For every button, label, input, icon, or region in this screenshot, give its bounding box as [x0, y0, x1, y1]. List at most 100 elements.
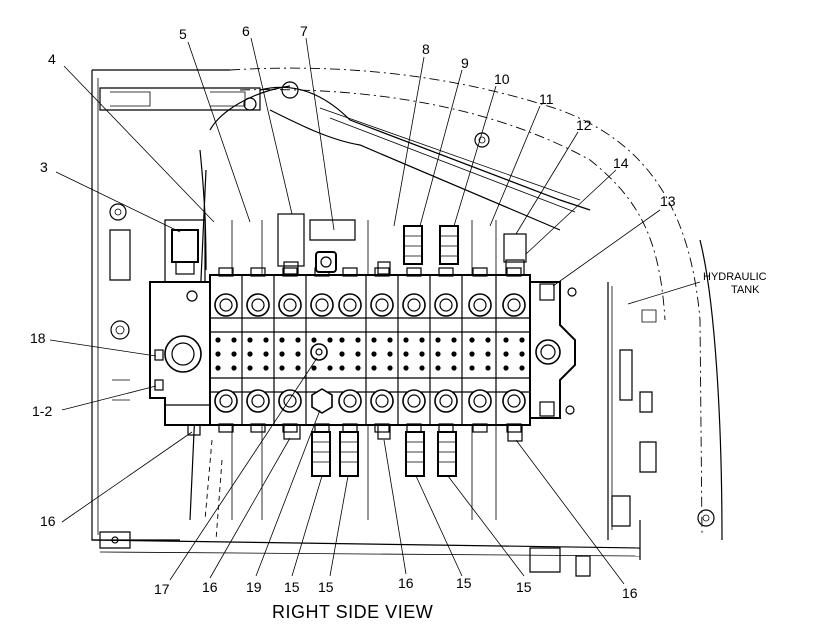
lower-port	[370, 389, 394, 413]
tie-bolt	[263, 351, 269, 357]
tie-bolt	[279, 337, 285, 343]
tie-bolt	[295, 351, 301, 357]
leader-tank	[627, 281, 701, 305]
leader-9	[419, 69, 463, 227]
tie-bolt	[419, 337, 425, 343]
tie-bolt	[403, 365, 409, 371]
tie-bolt	[279, 365, 285, 371]
tie-bolt	[327, 337, 333, 343]
callout-11: 11	[539, 91, 554, 107]
tie-bolt	[263, 337, 269, 343]
tie-bolt	[519, 337, 525, 343]
leader-12	[515, 131, 579, 235]
upper-port-inner	[507, 298, 521, 312]
upper-port-inner	[407, 298, 421, 312]
tie-bolt	[215, 337, 221, 343]
tie-bolt	[519, 365, 525, 371]
leader-4	[63, 65, 215, 223]
callout-10: 10	[494, 71, 510, 87]
spool-cap	[282, 423, 298, 433]
tie-bolt	[485, 351, 491, 357]
spool-cap	[506, 423, 522, 433]
lower-port-inner	[473, 394, 487, 408]
tie-bolt	[355, 365, 361, 371]
spool-cap	[438, 267, 454, 277]
valve-sections	[209, 267, 531, 433]
tie-bolt	[247, 365, 253, 371]
leader-17	[169, 357, 318, 581]
lower-port	[278, 389, 302, 413]
spool-cap	[506, 267, 522, 277]
leader-14	[525, 169, 617, 255]
callout-17: 17	[154, 581, 170, 597]
upper-port	[214, 293, 238, 317]
tie-bolt	[371, 351, 377, 357]
upper-port	[370, 293, 394, 317]
tie-bolt	[469, 365, 475, 371]
tie-bolt	[451, 337, 457, 343]
callout-8: 8	[422, 41, 430, 57]
tie-bolt	[295, 365, 301, 371]
tie-bolt	[485, 365, 491, 371]
lower-port-inner	[375, 394, 389, 408]
callout-labels: 4 5 6 7 8 9 10 11 12 14 13 3 18 1-2 16 1…	[30, 23, 767, 622]
tie-bolt	[503, 337, 509, 343]
callout-15a: 15	[284, 579, 300, 595]
spool-cap	[472, 267, 488, 277]
tie-bolt	[469, 337, 475, 343]
tie-bolt	[451, 351, 457, 357]
tie-bolt	[263, 365, 269, 371]
leader-16b	[209, 437, 291, 579]
view-title: RIGHT SIDE VIEW	[272, 602, 433, 622]
upper-port-inner	[375, 298, 389, 312]
leader-7	[305, 37, 335, 231]
upper-port	[468, 293, 492, 317]
upper-port	[278, 293, 302, 317]
leader-1-2	[61, 385, 157, 411]
tie-bolt	[403, 337, 409, 343]
tie-bolt	[215, 365, 221, 371]
spool-cap	[406, 267, 422, 277]
leader-13	[552, 209, 661, 287]
leader-6	[250, 37, 293, 215]
leader-10	[453, 85, 497, 227]
leader-18	[49, 339, 157, 357]
callout-5: 5	[179, 26, 187, 42]
spool-cap	[250, 423, 266, 433]
tie-bolt	[247, 337, 253, 343]
callout-14: 14	[613, 155, 629, 171]
upper-port-inner	[283, 298, 297, 312]
upper-fittings	[277, 213, 527, 276]
spool-cap	[342, 267, 358, 277]
tie-bolt	[387, 351, 393, 357]
tie-bolt	[387, 337, 393, 343]
callout-12: 12	[576, 117, 592, 133]
lower-port	[402, 389, 426, 413]
tie-bolt	[519, 351, 525, 357]
spool-cap	[250, 267, 266, 277]
callout-1-2: 1-2	[32, 403, 52, 419]
tie-bolt	[403, 351, 409, 357]
tie-bolt	[469, 351, 475, 357]
tank-label-line1: HYDRAULIC	[703, 271, 767, 283]
leader-15d	[447, 475, 525, 577]
callout-15b: 15	[318, 579, 334, 595]
tie-bolt	[419, 351, 425, 357]
upper-port	[434, 293, 458, 317]
upper-port-inner	[251, 298, 265, 312]
callout-19: 19	[246, 579, 262, 595]
tie-bolt	[503, 365, 509, 371]
callout-4: 4	[48, 51, 56, 67]
tie-bolt	[451, 365, 457, 371]
spool-cap	[218, 267, 234, 277]
upper-port-inner	[439, 298, 453, 312]
tie-bolt	[355, 337, 361, 343]
lower-port	[502, 389, 526, 413]
tie-bolt	[231, 337, 237, 343]
leader-16d	[515, 439, 625, 585]
callout-18: 18	[30, 330, 46, 346]
lower-port-inner	[439, 394, 453, 408]
tie-bolt	[387, 365, 393, 371]
callout-16d: 16	[622, 585, 638, 601]
